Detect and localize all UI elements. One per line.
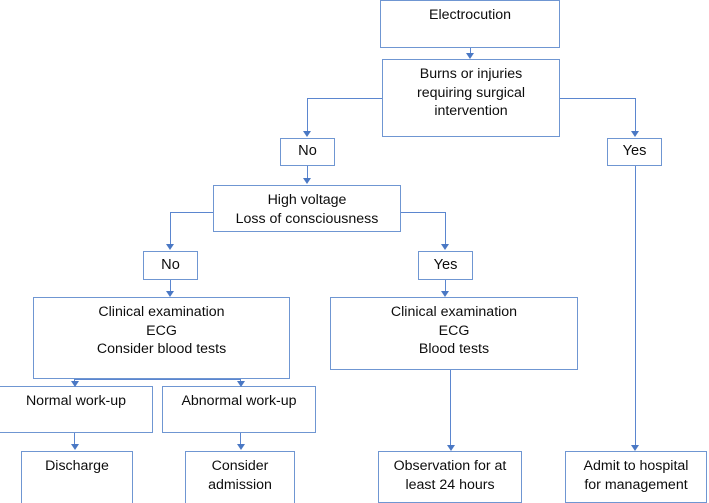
edge-workupleft-to-abnormal-arrow	[236, 381, 245, 387]
node-burns-or-injuries-label: Burns or injuries requiring surgical int…	[416, 66, 526, 120]
node-high-voltage-yes-label: Yes	[433, 256, 458, 273]
node-observation[interactable]: Observation for at least 24 hours	[378, 451, 522, 503]
node-burns-yes[interactable]: Yes	[607, 138, 662, 166]
node-high-voltage-no[interactable]: No	[143, 251, 198, 280]
node-workup-left[interactable]: Clinical examination ECG Consider blood …	[33, 297, 290, 379]
edge-highvoltage-to-yes-hline	[400, 212, 446, 214]
edge-burns-to-no-arrow	[303, 131, 311, 137]
edge-abnormal-to-admission-arrow	[236, 444, 245, 450]
edge-yes-to-admit-arrow	[631, 445, 639, 451]
edge-workupright-to-observation-arrow	[446, 445, 455, 451]
node-normal-workup-label: Normal work-up	[25, 393, 127, 409]
node-workup-right[interactable]: Clinical examination ECG Blood tests	[330, 297, 578, 370]
edge-highvoltage-to-no-vline	[170, 212, 172, 245]
edge-burns-to-yes-hline	[560, 98, 636, 100]
node-admit-hospital[interactable]: Admit to hospital for management	[565, 451, 707, 503]
node-observation-label: Observation for at least 24 hours	[393, 458, 507, 493]
edge-highvoltage-to-yes-arrow	[441, 244, 449, 250]
edge-yes2-to-workupright-line	[445, 280, 447, 293]
edge-highvoltage-to-no-hline	[170, 212, 213, 214]
node-discharge-label: Discharge	[45, 458, 109, 474]
edge-no-to-highvoltage-arrow	[303, 178, 311, 184]
node-burns-or-injuries[interactable]: Burns or injuries requiring surgical int…	[382, 59, 560, 137]
edge-burns-to-no-vline	[307, 98, 309, 132]
edge-highvoltage-to-yes-vline	[445, 212, 447, 245]
node-high-voltage-label: High voltage Loss of consciousness	[235, 192, 379, 227]
edge-electrocution-to-burns-line	[470, 48, 472, 55]
node-high-voltage[interactable]: High voltage Loss of consciousness	[213, 185, 401, 232]
node-discharge[interactable]: Discharge	[21, 451, 133, 503]
edge-normal-to-discharge-line	[74, 433, 76, 446]
edge-burns-to-yes-arrow	[631, 131, 639, 137]
node-admit-hospital-label: Admit to hospital for management	[583, 458, 689, 493]
edge-normal-to-discharge-arrow	[70, 444, 79, 450]
edge-no-to-highvoltage-line	[307, 165, 309, 179]
edge-burns-to-yes-vline	[634, 98, 636, 132]
node-normal-workup[interactable]: Normal work-up	[0, 386, 153, 433]
edge-electrocution-to-burns-arrow	[466, 53, 474, 59]
node-burns-yes-label: Yes	[622, 143, 647, 160]
node-electrocution-label: Electrocution	[428, 7, 511, 23]
node-high-voltage-yes[interactable]: Yes	[418, 251, 473, 280]
node-abnormal-workup[interactable]: Abnormal work-up	[162, 386, 316, 433]
edge-workupright-to-observation-line	[450, 370, 452, 448]
node-electrocution[interactable]: Electrocution	[380, 0, 560, 48]
edge-abnormal-to-admission-line	[240, 433, 242, 446]
edge-workupleft-to-normal-arrow	[70, 381, 79, 387]
edge-yes2-to-workupright-arrow	[441, 291, 449, 297]
edge-no2-to-workupleft-arrow	[166, 291, 174, 297]
edge-yes-to-admit-line	[634, 165, 636, 448]
node-workup-right-label: Clinical examination ECG Blood tests	[390, 304, 518, 358]
node-abnormal-workup-label: Abnormal work-up	[181, 393, 297, 409]
node-consider-admission-label: Consider admission	[208, 458, 272, 493]
node-consider-admission[interactable]: Consider admission	[185, 451, 295, 503]
edge-highvoltage-to-no-arrow	[166, 244, 174, 250]
node-high-voltage-no-label: No	[161, 256, 180, 273]
node-burns-no-label: No	[298, 143, 317, 160]
node-workup-left-label: Clinical examination ECG Consider blood …	[96, 304, 227, 358]
edge-no2-to-workupleft-line	[170, 280, 172, 293]
node-burns-no[interactable]: No	[280, 138, 335, 166]
edge-burns-to-no-hline	[307, 98, 383, 100]
edge-workupleft-split-bar	[74, 379, 241, 381]
